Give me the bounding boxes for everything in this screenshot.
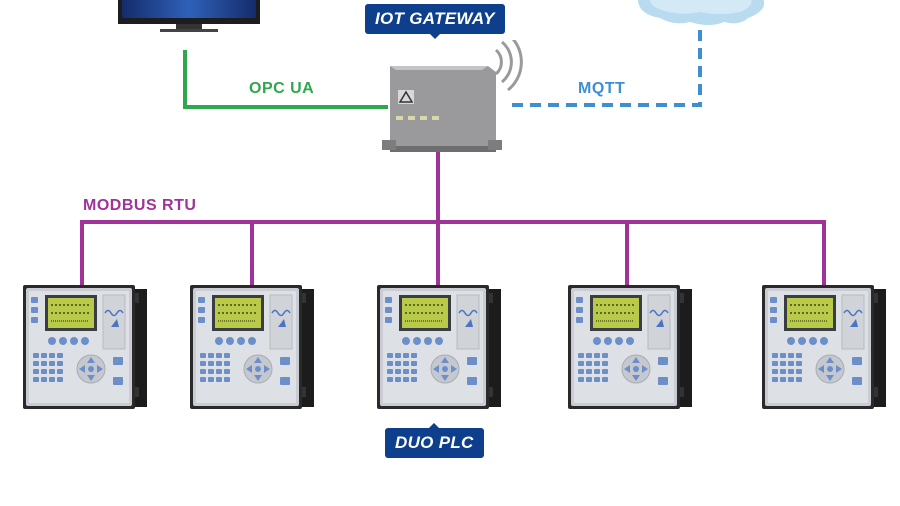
plc-unit-3 — [377, 283, 505, 411]
mqtt-label: MQTT — [578, 80, 626, 97]
plc-panel-icon — [762, 285, 886, 409]
plc-unit-5 — [762, 283, 890, 411]
plc-panel-icon — [568, 285, 692, 409]
mqtt-line — [512, 26, 702, 107]
iot-gateway-tag: IOT GATEWAY — [365, 4, 505, 39]
plc-panel-icon — [377, 285, 501, 409]
plc-panel-icon — [190, 285, 314, 409]
plc-unit-2 — [190, 283, 318, 411]
modbus-rtu-label: MODBUS RTU — [83, 197, 197, 214]
iot-gateway-device — [382, 40, 523, 152]
duo-plc-tag: DUO PLC — [385, 423, 484, 458]
opc-ua-label: OPC UA — [249, 80, 315, 97]
plc-panel-icon — [23, 285, 147, 409]
plc-unit-4 — [568, 283, 696, 411]
opc-ua-line — [183, 50, 388, 109]
plc-unit-1 — [23, 283, 151, 411]
monitor-icon — [118, 0, 260, 32]
cloud-icon — [637, 0, 765, 25]
modbus-bus — [80, 220, 826, 289]
